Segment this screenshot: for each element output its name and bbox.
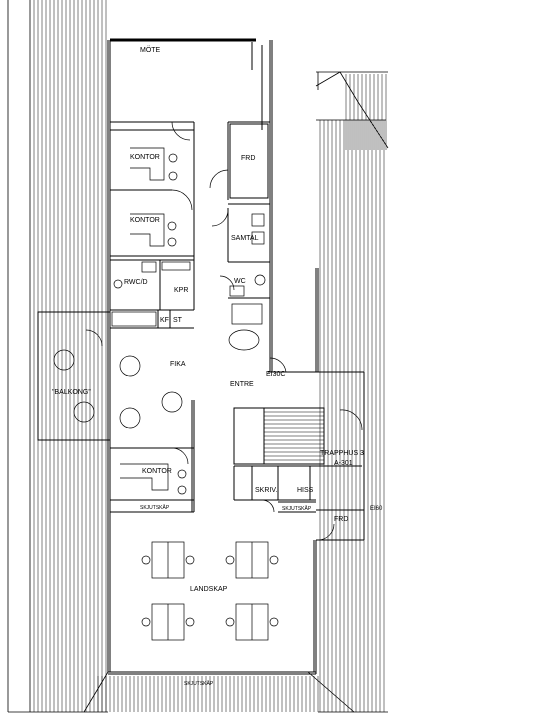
label-samtal: SAMTAL [231, 235, 259, 242]
label-kontor-3: KONTOR [142, 468, 172, 475]
label-ei60: EI60 [370, 506, 383, 512]
room-labels: MÖTE KONTOR FRD KONTOR SAMTAL RWC/D KPR … [52, 46, 383, 687]
label-skjutskap-1: SKJUTSKÅP [140, 504, 170, 511]
roof-bottom [97, 676, 319, 712]
label-kpr: KPR [174, 287, 188, 294]
roof-outlines [7, 0, 389, 713]
label-frd-2: FRD [334, 516, 348, 523]
label-skjutskap-3: SKJUTSKÅP [184, 680, 214, 687]
stair-steps [264, 411, 324, 461]
label-hiss: HISS [297, 487, 314, 494]
label-trapphus-code: A-301 [334, 460, 353, 467]
building-walls [37, 40, 365, 675]
label-rwc: RWC/D [124, 279, 148, 286]
label-balkong: "BALKONG" [52, 389, 91, 396]
label-trapphus: TRAPPHUS 3 [320, 450, 364, 457]
label-ei30c: EI30C [266, 371, 285, 378]
label-kontor-2: KONTOR [130, 217, 160, 224]
label-landskap: LANDSKAP [190, 586, 228, 593]
roof-left [33, 0, 107, 712]
label-kontor-1: KONTOR [130, 154, 160, 161]
roof-right [319, 120, 385, 712]
label-skjutskap-2: SKJUTSKÅP [282, 505, 312, 512]
label-entre: ENTRE [230, 381, 254, 388]
label-wc: WC [234, 278, 246, 285]
label-st: ST [173, 317, 183, 324]
label-mote: MÖTE [140, 46, 161, 54]
label-kf: KF [160, 317, 169, 324]
roof-right-top [345, 74, 387, 150]
label-fika: FIKA [170, 361, 186, 368]
label-skriv: SKRIV. [255, 487, 277, 494]
label-frd-1: FRD [241, 155, 255, 162]
furniture [53, 121, 363, 641]
